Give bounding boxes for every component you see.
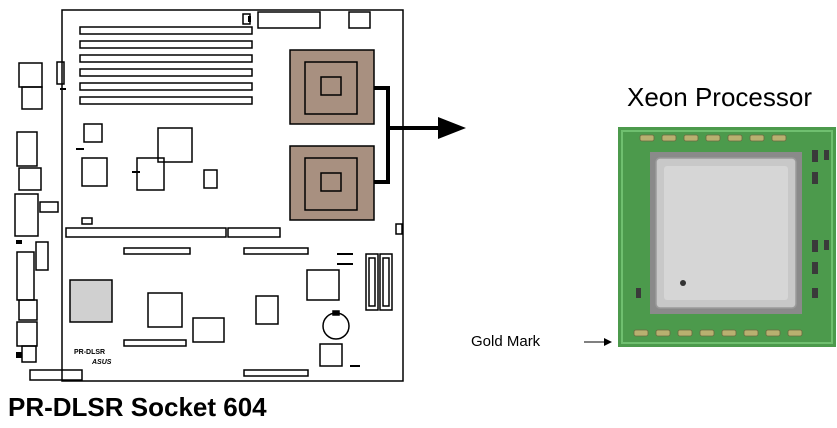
board-brand-label: ASUS	[91, 359, 112, 366]
top-wide-connector	[257, 11, 321, 29]
socket-inner	[304, 61, 358, 115]
small-header	[35, 241, 49, 271]
gold-mark-arrow-icon	[604, 338, 612, 346]
chip	[136, 157, 165, 191]
bottom-connector	[29, 369, 83, 381]
chip	[157, 127, 193, 163]
memory-slot	[79, 96, 253, 105]
cpu-socket-1	[289, 49, 375, 125]
chip	[203, 169, 218, 189]
board-model-label: PR-DLSR	[74, 349, 105, 356]
memory-slot	[79, 40, 253, 49]
pin-header	[337, 253, 353, 255]
pin-header	[76, 148, 84, 150]
memory-slot	[79, 82, 253, 91]
top-right-connector	[348, 11, 371, 29]
gold-pads-top	[639, 134, 787, 142]
io-port	[16, 321, 38, 347]
pin-header	[16, 240, 22, 244]
chip	[39, 201, 59, 213]
memory-slot	[79, 68, 253, 77]
socket-body	[289, 49, 375, 125]
pin-header	[132, 171, 140, 173]
io-port	[16, 251, 35, 301]
io-port	[18, 299, 38, 321]
chip	[192, 317, 225, 343]
pin-header	[16, 352, 22, 358]
chip	[319, 343, 343, 367]
xeon-processor-image	[618, 127, 836, 347]
socket-inner	[304, 157, 358, 211]
expansion-slot	[243, 247, 309, 255]
pin1-marker	[680, 280, 686, 286]
chip	[255, 295, 279, 325]
chip	[81, 217, 93, 225]
io-port	[21, 86, 43, 110]
small-header	[56, 61, 65, 85]
processor-title: Xeon Processor	[627, 82, 812, 112]
cpu-capacitors	[636, 150, 829, 298]
socket-center	[320, 172, 342, 192]
io-port	[21, 345, 37, 363]
pin-header	[350, 365, 360, 367]
io-ports	[14, 62, 43, 363]
gold-mark-label: Gold Mark	[471, 333, 541, 350]
gold-pads-bottom	[633, 329, 803, 337]
southbridge-chip	[69, 279, 113, 323]
diagram-caption: PR-DLSR Socket 604	[8, 392, 267, 422]
expansion-slot	[123, 247, 191, 255]
socket-arrow	[374, 86, 440, 184]
chip	[83, 123, 103, 143]
memory-slot	[79, 54, 253, 63]
cpu-socket-2	[289, 145, 375, 221]
io-port	[16, 131, 38, 167]
io-port	[14, 193, 39, 237]
io-port	[18, 62, 43, 88]
chip	[306, 269, 340, 301]
memory-slots	[79, 26, 253, 105]
motherboard-diagram	[14, 9, 404, 382]
expansion-slot	[65, 227, 227, 238]
chip	[81, 157, 108, 187]
pin-header	[248, 16, 251, 22]
arrow-head-icon	[438, 117, 466, 139]
io-port	[18, 167, 42, 191]
battery-clip	[332, 310, 340, 316]
ide-connector	[365, 253, 379, 311]
pin-headers	[16, 16, 360, 367]
ide-connector	[379, 253, 393, 311]
pin-header	[337, 263, 353, 265]
chip	[147, 292, 183, 328]
expansion-slot	[227, 227, 281, 238]
expansion-slot	[243, 369, 309, 377]
socket-body	[289, 145, 375, 221]
small-header	[395, 223, 403, 235]
memory-slot	[79, 26, 253, 35]
expansion-slot	[123, 339, 187, 347]
socket-center	[320, 76, 342, 96]
pin-header	[60, 88, 66, 90]
